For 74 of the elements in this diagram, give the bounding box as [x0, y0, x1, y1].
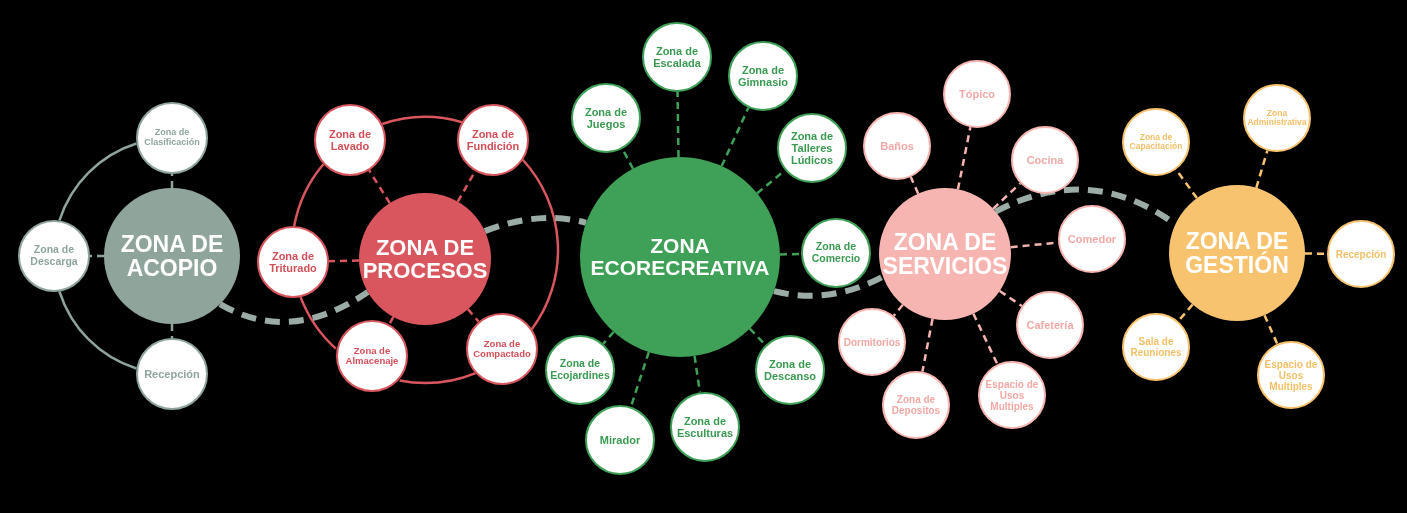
- zone-label: Zona de Escalada: [652, 44, 702, 70]
- zone-label: Tópico: [958, 87, 996, 101]
- zone-label: Zona de Compactado: [472, 338, 532, 360]
- zone-circle: [838, 308, 906, 376]
- dashed-connector: [170, 324, 174, 338]
- zone-circle: [457, 104, 529, 176]
- zone-label: Dormitorios: [843, 336, 901, 348]
- zone-title: ZONA DE SERVICIOS: [882, 229, 1008, 279]
- dashed-connector: [328, 259, 360, 263]
- connector-line: [399, 371, 476, 385]
- zone-label: Zona de Talleres Lúdicos: [789, 129, 835, 167]
- dashed-connector: [720, 107, 750, 167]
- zone-label: Zona de Descarga: [29, 244, 79, 268]
- zone-label: Zona de Ecojardines: [550, 358, 610, 382]
- dashed-connector: [1305, 252, 1327, 255]
- zone-circle: [314, 104, 386, 176]
- dashed-connector: [602, 331, 615, 345]
- dashed-connector: [90, 254, 104, 258]
- dashed-connector: [1263, 314, 1279, 345]
- dashed-connector: [388, 316, 395, 325]
- zone-label: Espacio de Usos Multiples: [1263, 358, 1319, 392]
- dashed-connector: [629, 351, 651, 408]
- connector-line: [292, 163, 325, 227]
- zone-label: Zona de Gimnasio: [736, 63, 790, 89]
- connector-line: [58, 142, 137, 221]
- zone-label: Zona de Esculturas: [675, 414, 735, 440]
- zone-label: Recepción: [144, 367, 200, 381]
- zone-label: Comedor: [1067, 232, 1117, 246]
- zone-title: ZONA DE PROCESOS: [362, 235, 488, 283]
- dashed-connector: [1255, 150, 1269, 189]
- dashed-connector: [693, 355, 702, 393]
- zone-label: Zona de Clasificación: [143, 128, 201, 148]
- zone-link-dashed-connector: [483, 215, 587, 234]
- dashed-connector: [909, 176, 920, 195]
- zone-label: Zona de Depositos: [890, 394, 942, 416]
- zone-label: Cafetería: [1026, 318, 1074, 332]
- zone-label: Baños: [880, 139, 914, 153]
- zone-label: Mirador: [599, 433, 641, 447]
- zone-title: ZONA DE GESTIÓN: [1184, 228, 1290, 278]
- zone-label: Zona de Triturado: [268, 249, 318, 275]
- zone-title: ZONA ECORECREATIVA: [589, 234, 771, 280]
- zone-circle: [466, 313, 538, 385]
- dashed-connector: [998, 289, 1023, 307]
- dashed-connector: [992, 182, 1022, 210]
- dashed-connector: [892, 304, 904, 317]
- zone-label: Zona de Lavado: [327, 127, 373, 153]
- dashed-connector: [748, 327, 767, 346]
- zone-label: Zona de Comercio: [810, 241, 862, 265]
- dashed-connector: [921, 318, 934, 372]
- zone-label: Cocina: [1026, 153, 1064, 167]
- dashed-connector: [466, 308, 480, 323]
- zone-label: Zona de Descanso: [763, 357, 817, 383]
- connector-line: [381, 115, 463, 126]
- connector-line: [58, 291, 137, 370]
- dashed-connector: [170, 174, 174, 188]
- zone-link-dashed-connector: [773, 273, 885, 299]
- dashed-connector: [368, 169, 391, 204]
- zone-circle: [1011, 126, 1079, 194]
- zone-label: Zona Administrativa: [1247, 108, 1307, 128]
- zone-label: Zona de Juegos: [583, 105, 629, 131]
- connector-line: [299, 296, 337, 350]
- zone-title: ZONA DE ACOPIO: [119, 231, 225, 281]
- zone-label: Zona de Capacitación: [1128, 132, 1184, 152]
- zone-link-dashed-connector: [218, 289, 370, 325]
- dashed-connector: [676, 91, 680, 158]
- dashed-connector: [779, 252, 802, 256]
- zone-label: Zona de Fundición: [465, 127, 521, 153]
- dashed-connector: [956, 127, 972, 190]
- zone-label: Sala de Reuniones: [1129, 336, 1183, 358]
- dashed-connector: [972, 313, 999, 365]
- zone-label: Espacio de Usos Multiples: [984, 378, 1040, 412]
- zone-label: Zona de Almacenaje: [344, 345, 400, 367]
- zone-label: Recepción: [1335, 248, 1387, 260]
- connector-line: [521, 159, 560, 330]
